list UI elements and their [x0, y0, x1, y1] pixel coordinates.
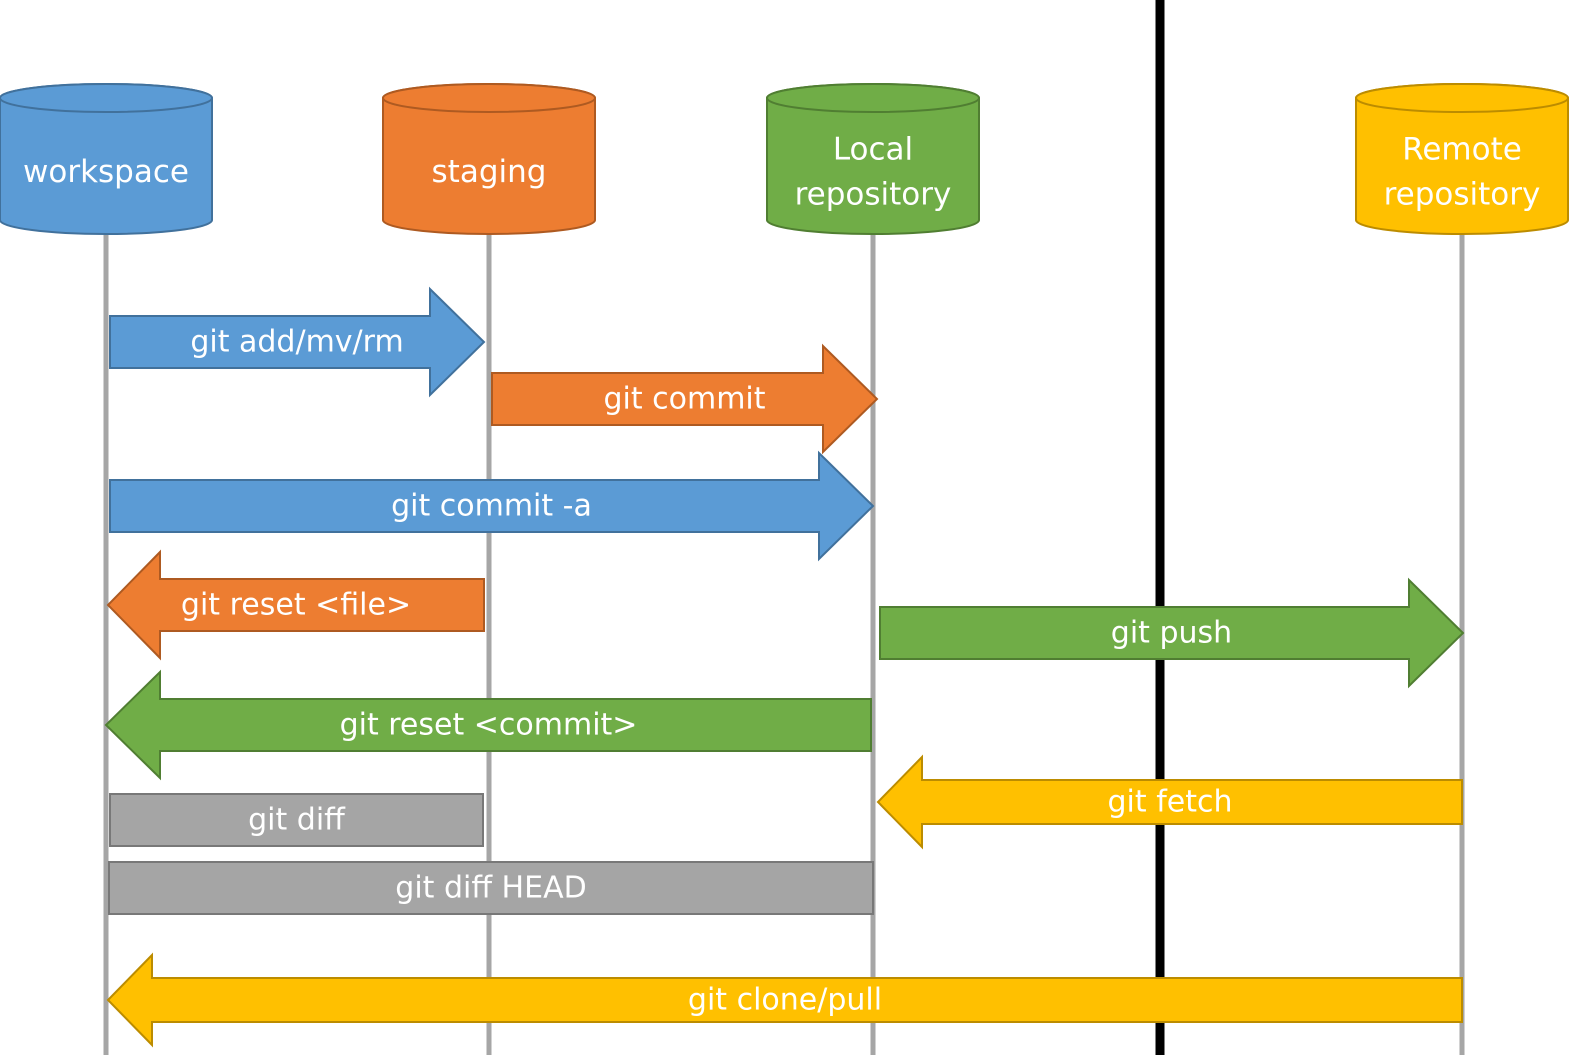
node-workspace: workspace — [0, 83, 213, 235]
node-label: Remote — [1402, 132, 1522, 168]
command-git-fetch: git fetch — [876, 754, 1463, 850]
node-label: repository — [795, 177, 952, 213]
arrow-label: git add/mv/rm — [190, 325, 403, 360]
command-git-commit: git commit — [491, 343, 879, 455]
arrow-label: git reset <commit> — [340, 708, 638, 743]
cylinder-top — [0, 83, 213, 113]
node-local: Local repository — [766, 83, 980, 235]
command-arrows: git add/mv/rm git commit git commit -a git … — [104, 286, 1465, 1048]
node-label: Local — [833, 132, 913, 168]
arrow-label: git commit -a — [391, 489, 592, 524]
node-label: repository — [1384, 177, 1541, 213]
cylinder-top — [1355, 83, 1569, 113]
arrow-shape — [491, 343, 879, 455]
arrow-shape — [109, 793, 484, 847]
command-git-diff: git diff — [109, 793, 484, 847]
arrow-label: git reset <file> — [181, 588, 411, 623]
storage-nodes: workspace staging Local repository Remote rep… — [0, 83, 1569, 235]
command-git-add-mv-rm: git add/mv/rm — [109, 286, 486, 398]
cylinder-top — [382, 83, 596, 113]
arrow-shape — [104, 669, 872, 781]
lifelines — [103, 220, 1465, 1055]
command-git-reset-commit: git reset <commit> — [104, 669, 872, 781]
arrow-shape — [106, 952, 1463, 1048]
node-label: workspace — [23, 154, 189, 190]
arrow-label: git diff — [248, 803, 346, 838]
arrow-shape — [108, 861, 874, 915]
arrow-label: git diff HEAD — [395, 871, 586, 906]
command-git-push: git push — [879, 577, 1465, 689]
command-git-reset-file: git reset <file> — [106, 549, 485, 661]
arrow-shape — [109, 286, 486, 398]
cylinder-top — [766, 83, 980, 113]
arrow-shape — [879, 577, 1465, 689]
command-git-commit-a: git commit -a — [109, 450, 875, 562]
node-remote: Remote repository — [1355, 83, 1569, 235]
arrow-label: git push — [1111, 616, 1232, 651]
arrow-shape — [109, 450, 875, 562]
node-staging: staging — [382, 83, 596, 235]
arrow-label: git clone/pull — [688, 983, 882, 1018]
arrow-label: git fetch — [1108, 785, 1233, 820]
command-git-clone-pull: git clone/pull — [106, 952, 1463, 1048]
arrow-shape — [106, 549, 485, 661]
arrow-label: git commit — [603, 382, 765, 417]
node-label: staging — [432, 154, 547, 190]
command-git-diff-head: git diff HEAD — [108, 861, 874, 915]
arrow-shape — [876, 754, 1463, 850]
